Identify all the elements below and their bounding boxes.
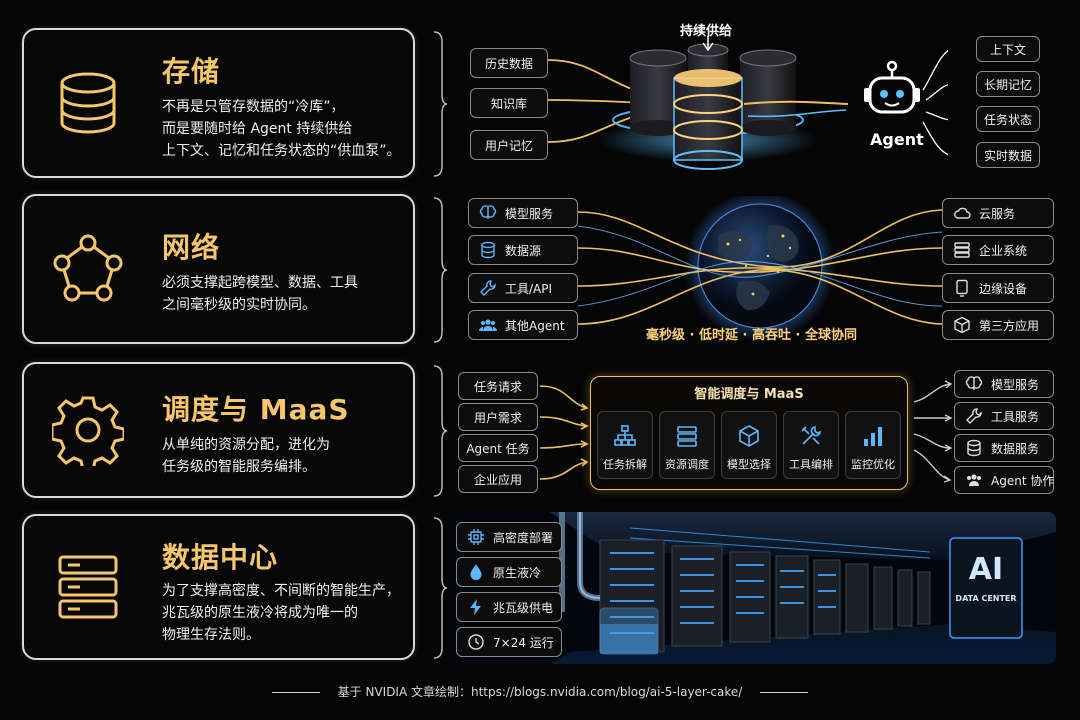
step-decompose: 任务拆解 bbox=[597, 411, 653, 479]
storage-card: 存储 不再是只管存数据的“冷库”， 而是要随时给 Agent 持续供给 上下文、… bbox=[22, 28, 415, 178]
scheduling-brace bbox=[433, 365, 448, 497]
datacenter-desc: 为了支撑高密度、不间断的智能生产， 兆瓦级的原生液冷将成为唯一的 物理生存法则。 bbox=[162, 583, 400, 643]
bar-chart-icon bbox=[864, 427, 882, 446]
network-globe-scene bbox=[578, 196, 942, 342]
database-icon bbox=[60, 72, 116, 134]
lightning-icon bbox=[470, 599, 481, 615]
sched-maas-box: 智能调度与 MaaS 任务拆解 资源调度 模型选择 工具编排 监控优化 bbox=[590, 376, 908, 490]
dc-feature-uptime: 7×24 运行 bbox=[456, 627, 562, 657]
datacenter-sign-ai: AI bbox=[968, 552, 1004, 587]
storage-desc: 不再是只管存数据的“冷库”， 而是要随时给 Agent 持续供给 上下文、记忆和… bbox=[162, 99, 401, 159]
network-input-datasource: 数据源 bbox=[468, 235, 578, 265]
datacenter-card: 数据中心 为了支撑高密度、不间断的智能生产， 兆瓦级的原生液冷将成为唯一的 物理… bbox=[22, 514, 415, 660]
tools-icon bbox=[801, 426, 821, 445]
storage-input-memory: 用户记忆 bbox=[470, 130, 548, 160]
network-input-tools: 工具/API bbox=[468, 273, 578, 303]
agent-label: Agent bbox=[870, 130, 924, 149]
datacenter-sign-text: DATA CENTER bbox=[955, 594, 1017, 603]
sched-output-model: 模型服务 bbox=[954, 370, 1054, 398]
sched-output-tools: 工具服务 bbox=[954, 402, 1054, 430]
database-icon bbox=[481, 241, 495, 259]
footer-divider-right bbox=[760, 692, 809, 693]
network-output-cloud: 云服务 bbox=[942, 198, 1054, 228]
network-title: 网络 bbox=[162, 231, 221, 264]
cube-icon bbox=[954, 316, 970, 334]
storage-supply-label: 持续供给 bbox=[680, 24, 733, 39]
gear-icon bbox=[52, 396, 124, 466]
cube-icon bbox=[739, 425, 759, 447]
storage-title: 存储 bbox=[162, 55, 221, 88]
storage-input-history: 历史数据 bbox=[470, 48, 548, 78]
cloud-icon bbox=[954, 207, 971, 219]
storage-input-knowledge: 知识库 bbox=[470, 88, 548, 118]
network-card: 网络 必须支撑起跨模型、数据、工具 之间毫秒级的实时协同。 bbox=[22, 194, 415, 344]
brain-icon bbox=[479, 205, 497, 219]
network-brace bbox=[433, 197, 448, 343]
tablet-icon bbox=[956, 279, 968, 297]
network-desc: 必须支撑起跨模型、数据、工具 之间毫秒级的实时协同。 bbox=[162, 275, 358, 313]
footer-divider-left bbox=[271, 692, 320, 693]
step-model: 模型选择 bbox=[721, 411, 777, 479]
database-icon bbox=[967, 439, 981, 457]
storage-output-longterm: 长期记忆 bbox=[976, 71, 1040, 97]
water-drop-icon bbox=[470, 564, 482, 580]
storage-output-realtime: 实时数据 bbox=[976, 142, 1040, 168]
network-output-edge: 边缘设备 bbox=[942, 273, 1054, 303]
step-resource: 资源调度 bbox=[659, 411, 715, 479]
wrench-icon bbox=[966, 408, 982, 424]
server-stack-icon bbox=[677, 426, 697, 447]
storage-output-taskstate: 任务状态 bbox=[976, 106, 1040, 132]
sched-output-data: 数据服务 bbox=[954, 434, 1054, 462]
users-icon bbox=[479, 319, 497, 331]
dc-feature-liquid: 原生液冷 bbox=[456, 557, 562, 587]
sched-output-agent: Agent 协作 bbox=[954, 466, 1054, 494]
scheduling-title: 调度与 MaaS bbox=[162, 393, 350, 426]
dc-feature-power: 兆瓦级供电 bbox=[456, 592, 562, 622]
step-tools: 工具编排 bbox=[783, 411, 839, 479]
storage-scene bbox=[548, 36, 948, 170]
brain-icon bbox=[965, 376, 983, 390]
chip-icon bbox=[468, 529, 484, 545]
server-icon bbox=[954, 242, 970, 258]
users-icon bbox=[967, 474, 981, 486]
sched-input-task: 任务请求 bbox=[458, 372, 538, 400]
step-monitor: 监控优化 bbox=[845, 411, 901, 479]
storage-output-context: 上下文 bbox=[976, 36, 1040, 62]
network-output-thirdparty: 第三方应用 bbox=[942, 310, 1054, 340]
dc-feature-density: 高密度部署 bbox=[456, 522, 562, 552]
sched-box-title: 智能调度与 MaaS bbox=[694, 387, 804, 402]
hierarchy-icon bbox=[614, 425, 636, 446]
clock-icon bbox=[468, 634, 484, 650]
sched-input-arrows bbox=[539, 385, 589, 480]
datacenter-brace bbox=[433, 517, 448, 659]
footer-source: 基于 NVIDIA 文章绘制：https://blogs.nvidia.com/… bbox=[337, 685, 743, 699]
datacenter-title: 数据中心 bbox=[162, 541, 279, 574]
network-nodes-icon bbox=[53, 234, 123, 302]
sched-output-arrows bbox=[913, 380, 953, 483]
scheduling-desc: 从单纯的资源分配，进化为 任务级的智能服务编排。 bbox=[162, 437, 330, 475]
datacenter-scene: AI DATA CENTER bbox=[450, 512, 1056, 664]
network-input-model: 模型服务 bbox=[468, 198, 578, 228]
scheduling-card: 调度与 MaaS 从单纯的资源分配，进化为 任务级的智能服务编排。 bbox=[22, 362, 415, 498]
footer: 基于 NVIDIA 文章绘制：https://blogs.nvidia.com/… bbox=[0, 683, 1080, 700]
sched-input-enterprise: 企业应用 bbox=[458, 465, 538, 493]
sched-input-user: 用户需求 bbox=[458, 403, 538, 431]
network-output-enterprise: 企业系统 bbox=[942, 235, 1054, 265]
storage-brace bbox=[433, 31, 448, 177]
network-caption: 毫秒级 · 低时延 · 高吞吐 · 全球协同 bbox=[646, 328, 857, 343]
network-input-agents: 其他Agent bbox=[468, 310, 578, 340]
server-rack-icon bbox=[58, 555, 118, 619]
wrench-icon bbox=[480, 280, 496, 296]
sched-input-agent: Agent 任务 bbox=[458, 434, 538, 462]
